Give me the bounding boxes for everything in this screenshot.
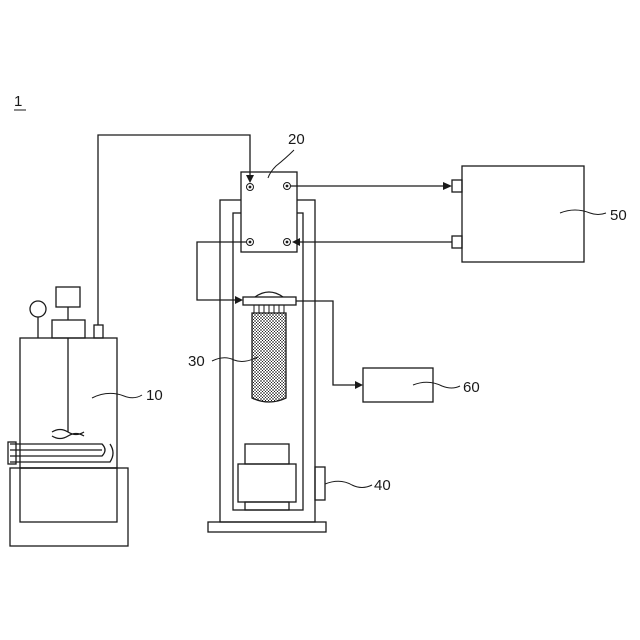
filter-cap-dome [255, 292, 283, 297]
svg-text:30: 30 [188, 353, 205, 370]
motor-top [245, 444, 289, 464]
motor-body [238, 464, 296, 502]
svg-text:60: 60 [463, 379, 480, 396]
tank-port [94, 325, 103, 338]
tank-unit [8, 287, 128, 546]
svg-text:50: 50 [610, 207, 627, 224]
tank-stand [10, 468, 128, 546]
line-manifold-to-filter [197, 242, 246, 300]
label-40: 40 [325, 477, 391, 494]
label-30: 30 [188, 353, 258, 370]
agitator-motor [56, 287, 80, 307]
motor-unit [238, 444, 325, 510]
controller-port-top [452, 180, 462, 192]
line-filter-to-sensor [296, 301, 355, 385]
figure-number: 1 [14, 93, 26, 110]
label-10: 10 [92, 387, 163, 404]
filter-cartridge [243, 292, 296, 402]
filter-cap-plate [243, 297, 296, 305]
sensor-box [363, 368, 433, 402]
svg-text:10: 10 [146, 387, 163, 404]
controller-box [452, 166, 584, 262]
label-20: 20 [268, 131, 305, 178]
svg-text:20: 20 [288, 131, 305, 148]
label-50: 50 [560, 207, 627, 224]
label-60: 60 [413, 379, 480, 396]
controller-port-bottom [452, 236, 462, 248]
svg-text:1: 1 [14, 93, 22, 110]
gauge-icon [30, 301, 46, 317]
motor-connector [315, 467, 325, 500]
manifold-block [241, 172, 297, 252]
line-tank-to-manifold [98, 135, 250, 325]
tank-stand-inner [20, 468, 117, 522]
frame-base [208, 522, 326, 532]
svg-text:40: 40 [374, 477, 391, 494]
heater-coil [10, 444, 113, 462]
motor-foot [245, 502, 289, 510]
